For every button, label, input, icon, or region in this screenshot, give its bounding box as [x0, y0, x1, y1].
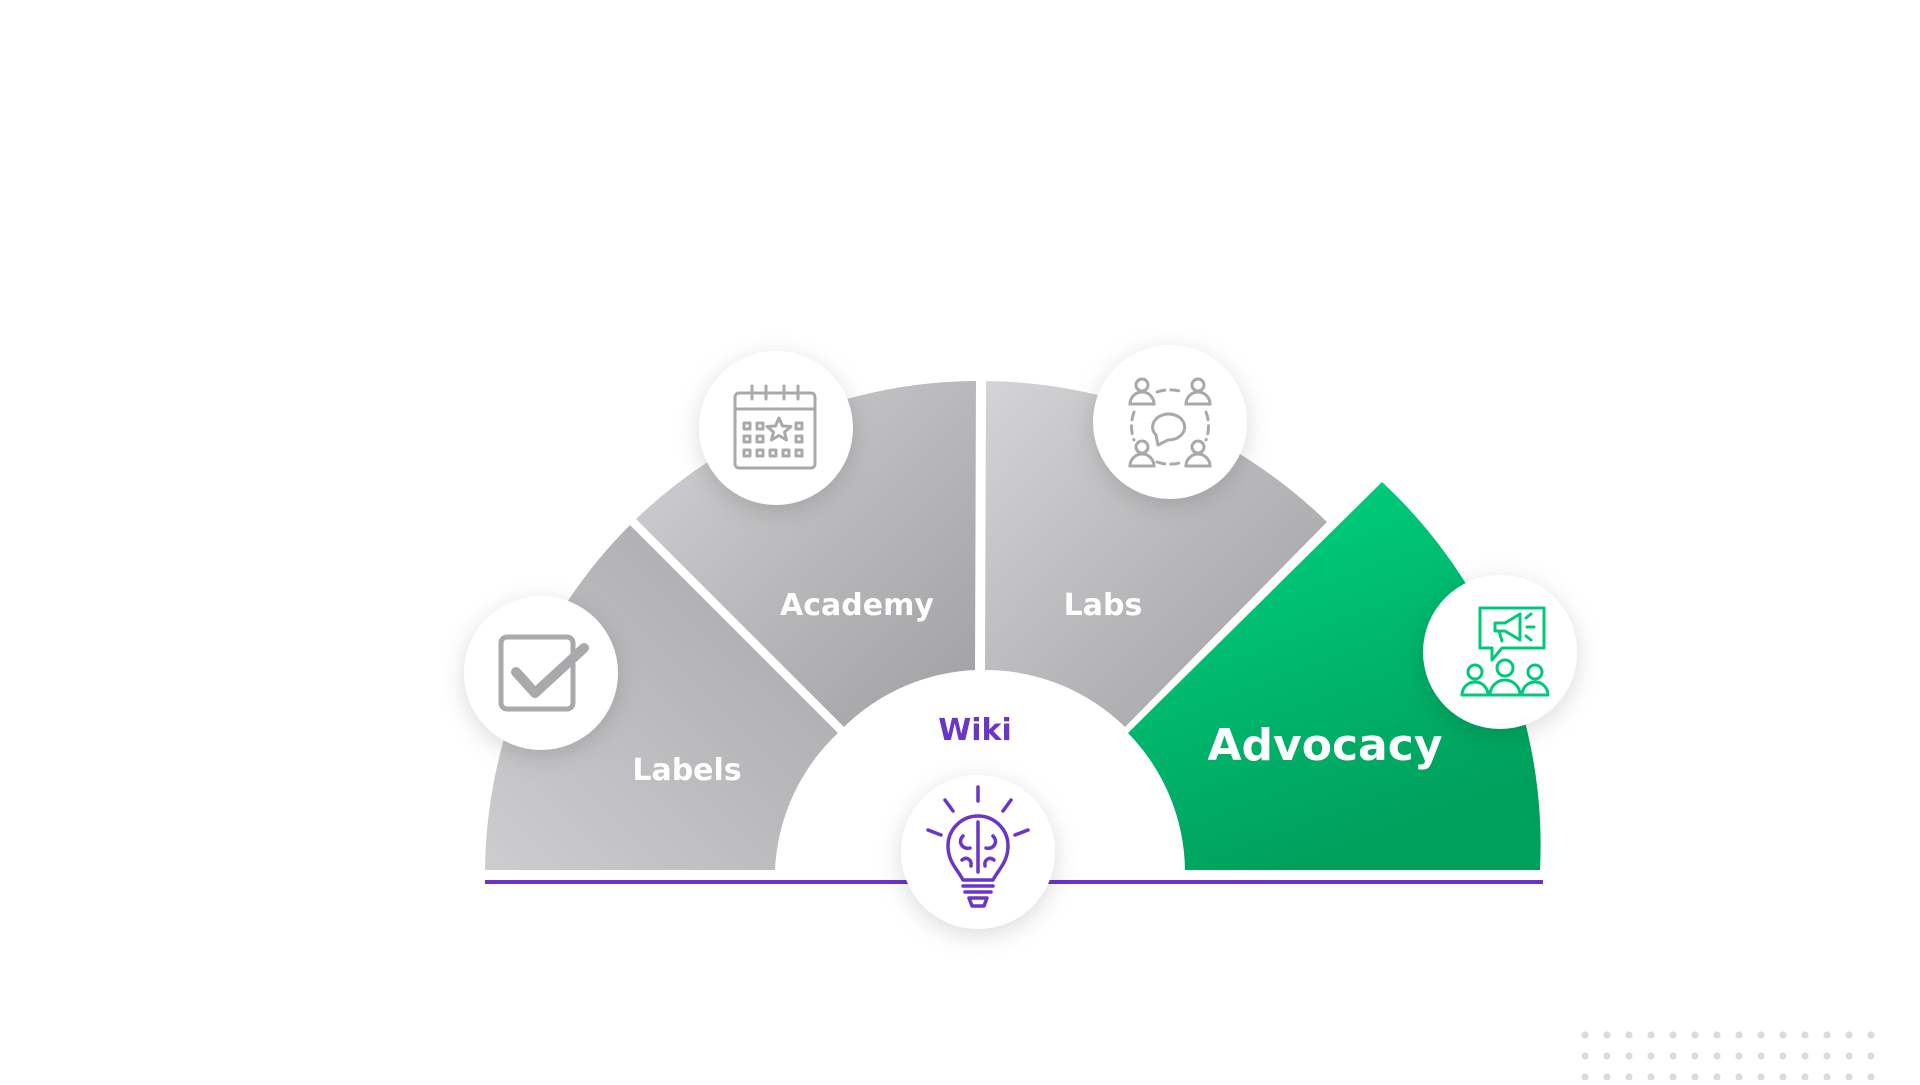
- decorative-dot: [1823, 1031, 1831, 1039]
- checkbox-icon-badge: [464, 596, 618, 750]
- decorative-dot: [1691, 1073, 1699, 1081]
- decorative-dot: [1625, 1073, 1633, 1081]
- calendar-star-icon-badge: [699, 351, 853, 505]
- decorative-dot: [1581, 1052, 1589, 1060]
- decorative-dot: [1713, 1031, 1721, 1039]
- community-chat-icon-badge: [1093, 345, 1247, 499]
- decorative-dot: [1603, 1031, 1611, 1039]
- decorative-dot: [1713, 1073, 1721, 1081]
- calendar-star-icon: [733, 384, 817, 470]
- decorative-dot: [1757, 1073, 1765, 1081]
- segment-label-labels: Labels: [632, 753, 741, 788]
- segment-labs: [985, 381, 1327, 727]
- community-chat-icon: [1128, 377, 1212, 468]
- decorative-dot: [1757, 1031, 1765, 1039]
- decorative-dot: [1647, 1073, 1655, 1081]
- decorative-dot: [1669, 1052, 1677, 1060]
- decorative-dot: [1669, 1073, 1677, 1081]
- decorative-dot: [1603, 1073, 1611, 1081]
- decorative-dot: [1845, 1052, 1853, 1060]
- megaphone-audience-icon: [1460, 606, 1550, 697]
- decorative-dot: [1801, 1073, 1809, 1081]
- segment-label-labs: Labs: [1064, 588, 1143, 623]
- decorative-dot: [1581, 1073, 1589, 1081]
- checkbox-icon: [498, 634, 589, 712]
- decorative-dot: [1867, 1073, 1875, 1081]
- decorative-dot: [1801, 1052, 1809, 1060]
- decorative-dot: [1625, 1031, 1633, 1039]
- decorative-dot-grid: [1581, 1031, 1875, 1081]
- decorative-dot: [1669, 1031, 1677, 1039]
- lightbulb-brain-icon-badge: [901, 775, 1055, 929]
- megaphone-audience-icon-badge: [1423, 575, 1577, 729]
- decorative-dot: [1757, 1052, 1765, 1060]
- decorative-dot: [1867, 1031, 1875, 1039]
- decorative-dot: [1823, 1073, 1831, 1081]
- decorative-dot: [1823, 1052, 1831, 1060]
- decorative-dot: [1647, 1031, 1655, 1039]
- decorative-dot: [1735, 1031, 1743, 1039]
- segment-label-advocacy: Advocacy: [1208, 720, 1443, 771]
- segment-label-academy: Academy: [780, 588, 934, 623]
- decorative-dot: [1581, 1031, 1589, 1039]
- decorative-dot: [1713, 1052, 1721, 1060]
- decorative-dot: [1603, 1052, 1611, 1060]
- decorative-dot: [1801, 1031, 1809, 1039]
- center-label-wiki: Wiki: [938, 713, 1012, 748]
- decorative-dot: [1691, 1052, 1699, 1060]
- lightbulb-brain-icon: [926, 785, 1030, 908]
- decorative-dot: [1691, 1031, 1699, 1039]
- decorative-dot: [1735, 1052, 1743, 1060]
- decorative-dot: [1779, 1031, 1787, 1039]
- decorative-dot: [1867, 1052, 1875, 1060]
- decorative-dot: [1625, 1052, 1633, 1060]
- segment-advocacy: [1128, 482, 1541, 870]
- decorative-dot: [1779, 1052, 1787, 1060]
- decorative-dot: [1845, 1073, 1853, 1081]
- decorative-dot: [1845, 1031, 1853, 1039]
- decorative-dot: [1779, 1073, 1787, 1081]
- decorative-dot: [1647, 1052, 1655, 1060]
- decorative-dot: [1735, 1073, 1743, 1081]
